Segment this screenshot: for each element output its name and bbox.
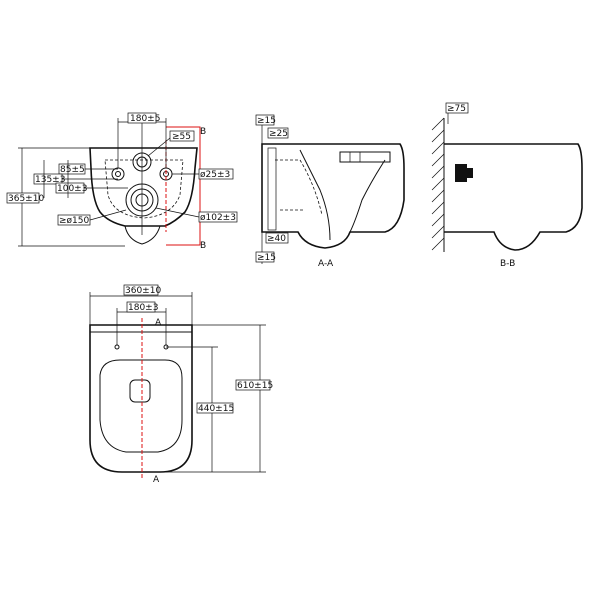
plan-610-text: 610±15 (237, 381, 273, 391)
aa-15-bottom-text: ≥15 (257, 253, 276, 263)
plan-440-text: 440±15 (198, 404, 234, 414)
plan-box-360 (123, 284, 159, 296)
leader-55 (147, 137, 171, 157)
dim-150-text: ≥ø150 (59, 216, 89, 226)
bb-fixing-nut (467, 168, 473, 178)
front-bowl-lower (124, 225, 161, 245)
leader-102 (155, 207, 200, 218)
bb-box-75 (445, 102, 469, 114)
aa-box-15-top (255, 114, 275, 126)
front-section-b-line (166, 126, 201, 246)
aa-box-15-bottom (255, 251, 275, 263)
aa-inner-profile (299, 149, 331, 241)
plan-360-text: 360±10 (125, 286, 161, 296)
dim-box-365 (6, 192, 40, 204)
dim-85-text: 85±5 (60, 165, 85, 175)
plan-hole-left (114, 344, 120, 350)
dim-102-text: ø102±3 (200, 213, 236, 223)
aa-25-text: ≥25 (269, 129, 288, 139)
bb-75-text: ≥75 (447, 104, 466, 114)
aa-outer-profile (261, 143, 405, 249)
plan-box-440 (196, 402, 234, 414)
aa-15-top-text: ≥15 (257, 116, 276, 126)
dim-365-text: 365±10 (8, 194, 44, 204)
dim-180-text: 180±5 (130, 114, 160, 124)
plan-a-top-label: A (155, 318, 162, 328)
front-left-hole-inner (115, 171, 121, 177)
dim-100-text: 100±3 (57, 184, 87, 194)
section-b-top-label: B (200, 127, 206, 137)
bb-fixing-bolt (455, 164, 467, 182)
front-view: 180±5 ≥55 B B 85±5 135±3 100±3 365±10 ≥ø… (6, 112, 238, 251)
section-b-bottom-label: B (200, 241, 206, 251)
section-bb-view: ≥75 B-B (431, 102, 583, 269)
plan-a-bottom-label: A (153, 475, 160, 485)
plan-bowl-opening (99, 359, 183, 453)
aa-mount-plate (267, 147, 277, 231)
front-bowl-outline (89, 147, 198, 227)
aa-bowl-curve (349, 159, 386, 233)
dim-55-text: ≥55 (172, 132, 191, 142)
dim-box-55 (169, 130, 195, 142)
bb-bowl-profile (444, 143, 583, 251)
aa-box-25 (267, 127, 289, 139)
plan-box-610 (235, 379, 271, 391)
aa-40-text: ≥40 (267, 234, 286, 244)
bb-wall-hatch (431, 117, 445, 251)
plan-view: A A 360±10 180±3 610±15 440±15 (89, 284, 273, 485)
aa-title: A-A (318, 259, 334, 269)
section-aa-view: ≥15 ≥25 ≥40 ≥15 A-A (255, 114, 405, 269)
plan-drain (129, 379, 151, 403)
dim-25-text: ø25±3 (200, 170, 230, 180)
front-left-hole (111, 167, 125, 181)
aa-inlet-pipe (339, 151, 391, 163)
dim-135-text: 135±3 (35, 175, 65, 185)
dim-box-180 (127, 112, 157, 124)
aa-box-40 (265, 232, 289, 244)
leader-150 (89, 209, 127, 221)
aa-trap-dash (275, 159, 323, 216)
front-inner-cavity (104, 159, 184, 219)
plan-180-text: 180±3 (128, 303, 158, 313)
plan-box-180 (126, 301, 156, 313)
bb-title: B-B (500, 259, 515, 269)
